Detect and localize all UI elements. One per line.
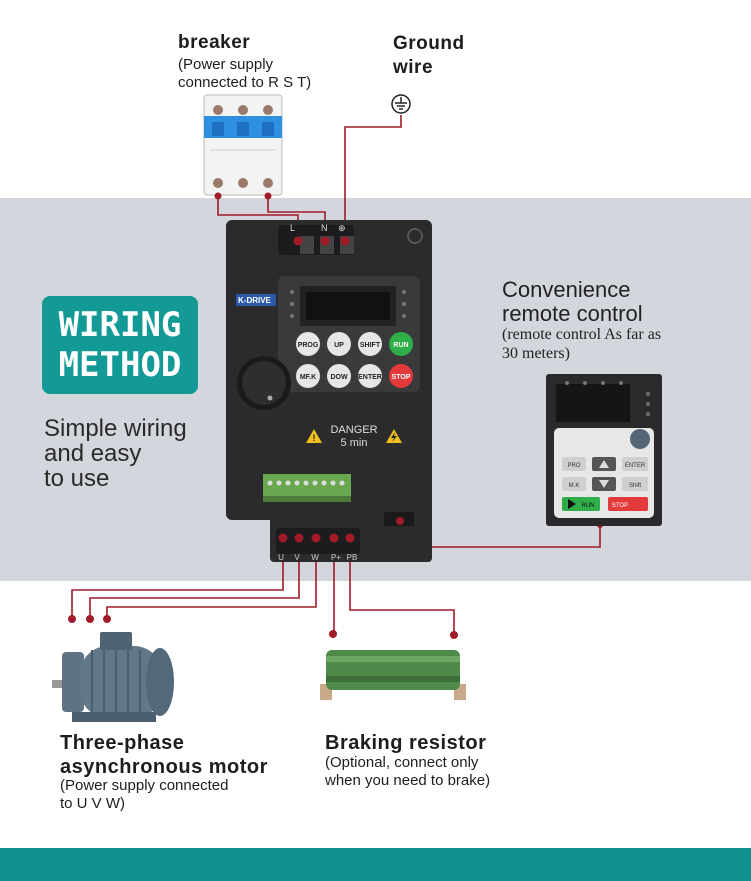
ground-title-line: Ground (393, 33, 465, 54)
control-terminal-block (263, 474, 351, 502)
brand-label: K-DRIVE (238, 296, 272, 305)
motor-title-line: asynchronous motor (60, 756, 268, 778)
terminal-label-w: W (311, 553, 319, 562)
badge-line: WIRING (58, 305, 182, 345)
motor-title-line: Three-phase (60, 732, 185, 754)
terminal-label-pb: PB (347, 553, 358, 562)
inverter-buttons: PROG UP SHIFT RUN MF.K DOW ENTER STOP (296, 332, 413, 388)
motor-device (52, 632, 174, 722)
down-arrow-icon (599, 480, 609, 488)
inverter-knob (237, 356, 291, 410)
resistor-subtitle-line: (Optional, connect only (325, 754, 479, 771)
up-button-label: UP (334, 342, 344, 349)
danger-warning: ! DANGER 5 min (306, 424, 402, 449)
keypad-enter-label: ENTER (625, 463, 646, 469)
remote-title: Convenience remote control (502, 278, 643, 326)
play-icon (568, 499, 576, 509)
remote-title-line: Convenience (502, 277, 631, 302)
wire-w (106, 538, 317, 618)
simple-wiring-text: Simple wiring and easy to use (44, 416, 187, 491)
down-button-label: DOW (330, 374, 348, 381)
terminal-label-u: U (278, 553, 284, 562)
braking-resistor-device (320, 650, 466, 700)
simple-line: Simple wiring (44, 415, 187, 442)
remote-keypad-device: PRO ENTER M.K Shift RUN STOP (546, 374, 662, 526)
keypad-run-label: RUN (582, 503, 595, 509)
motor-subtitle-line: to U V W) (60, 795, 126, 812)
wire-pb (349, 538, 455, 634)
simple-line: and easy (44, 440, 142, 467)
remote-subtitle: (remote control As far as 30 meters) (502, 325, 661, 363)
resistor-subtitle: (Optional, connect only when you need to… (325, 754, 490, 790)
danger-time-label: 5 min (341, 437, 368, 449)
wire-u (71, 538, 284, 618)
keypad-mk-label: M.K (569, 483, 580, 489)
mfk-button-label: MF.K (300, 374, 316, 381)
up-arrow-icon (599, 460, 609, 468)
danger-label: DANGER (330, 424, 377, 436)
keypad-shift-label: Shift (629, 483, 641, 489)
shift-button-label: SHIFT (360, 342, 381, 349)
inverter-device: L N ⊕ K-DRIVE PROG UP SHIFT RUN MF.K DOW… (226, 220, 432, 562)
remote-subtitle-line: 30 meters) (502, 345, 570, 362)
terminal-label-v: V (294, 553, 300, 562)
breaker-device (203, 94, 283, 196)
ground-title-line: wire (393, 57, 434, 78)
resistor-subtitle-line: when you need to brake) (325, 772, 491, 789)
simple-line: to use (44, 465, 110, 492)
wire-ground (344, 115, 402, 232)
wire-v (89, 538, 300, 618)
motor-title: Three-phase asynchronous motor (60, 731, 268, 779)
keypad-stop-label: STOP (612, 503, 628, 509)
svg-text:!: ! (313, 433, 316, 443)
enter-button-label: ENTER (358, 374, 382, 381)
resistor-title: Braking resistor (325, 732, 487, 754)
footer-bar (0, 848, 751, 881)
remote-title-line: remote control (502, 301, 643, 326)
stop-button-label: STOP (392, 374, 411, 381)
breaker-title: breaker (178, 32, 251, 53)
terminal-label-ground: ⊕ (338, 223, 346, 233)
breaker-subtitle-line: (Power supply (178, 56, 274, 73)
remote-subtitle-line: (remote control As far as (502, 326, 662, 343)
run-button-label: RUN (393, 342, 408, 349)
terminal-label-l: L (290, 223, 295, 233)
wire-nodes (68, 192, 603, 639)
keypad-pro-label: PRO (567, 463, 580, 469)
badge-line: METHOD (58, 345, 182, 385)
prog-button-label: PROG (298, 342, 319, 349)
motor-subtitle-line: (Power supply connected (60, 777, 229, 794)
ground-title: Ground wire (393, 32, 465, 80)
terminal-label-n: N (321, 223, 328, 233)
warning-icon (306, 429, 322, 443)
wiring-method-badge: WIRING METHOD (42, 296, 198, 394)
breaker-subtitle: (Power supply connected to R S T) (178, 56, 311, 92)
terminal-label-p: P+ (331, 553, 341, 562)
ground-symbol-icon (391, 94, 411, 114)
breaker-subtitle-line: connected to R S T) (178, 74, 312, 91)
motor-subtitle: (Power supply connected to U V W) (60, 777, 228, 813)
wires (71, 115, 601, 634)
